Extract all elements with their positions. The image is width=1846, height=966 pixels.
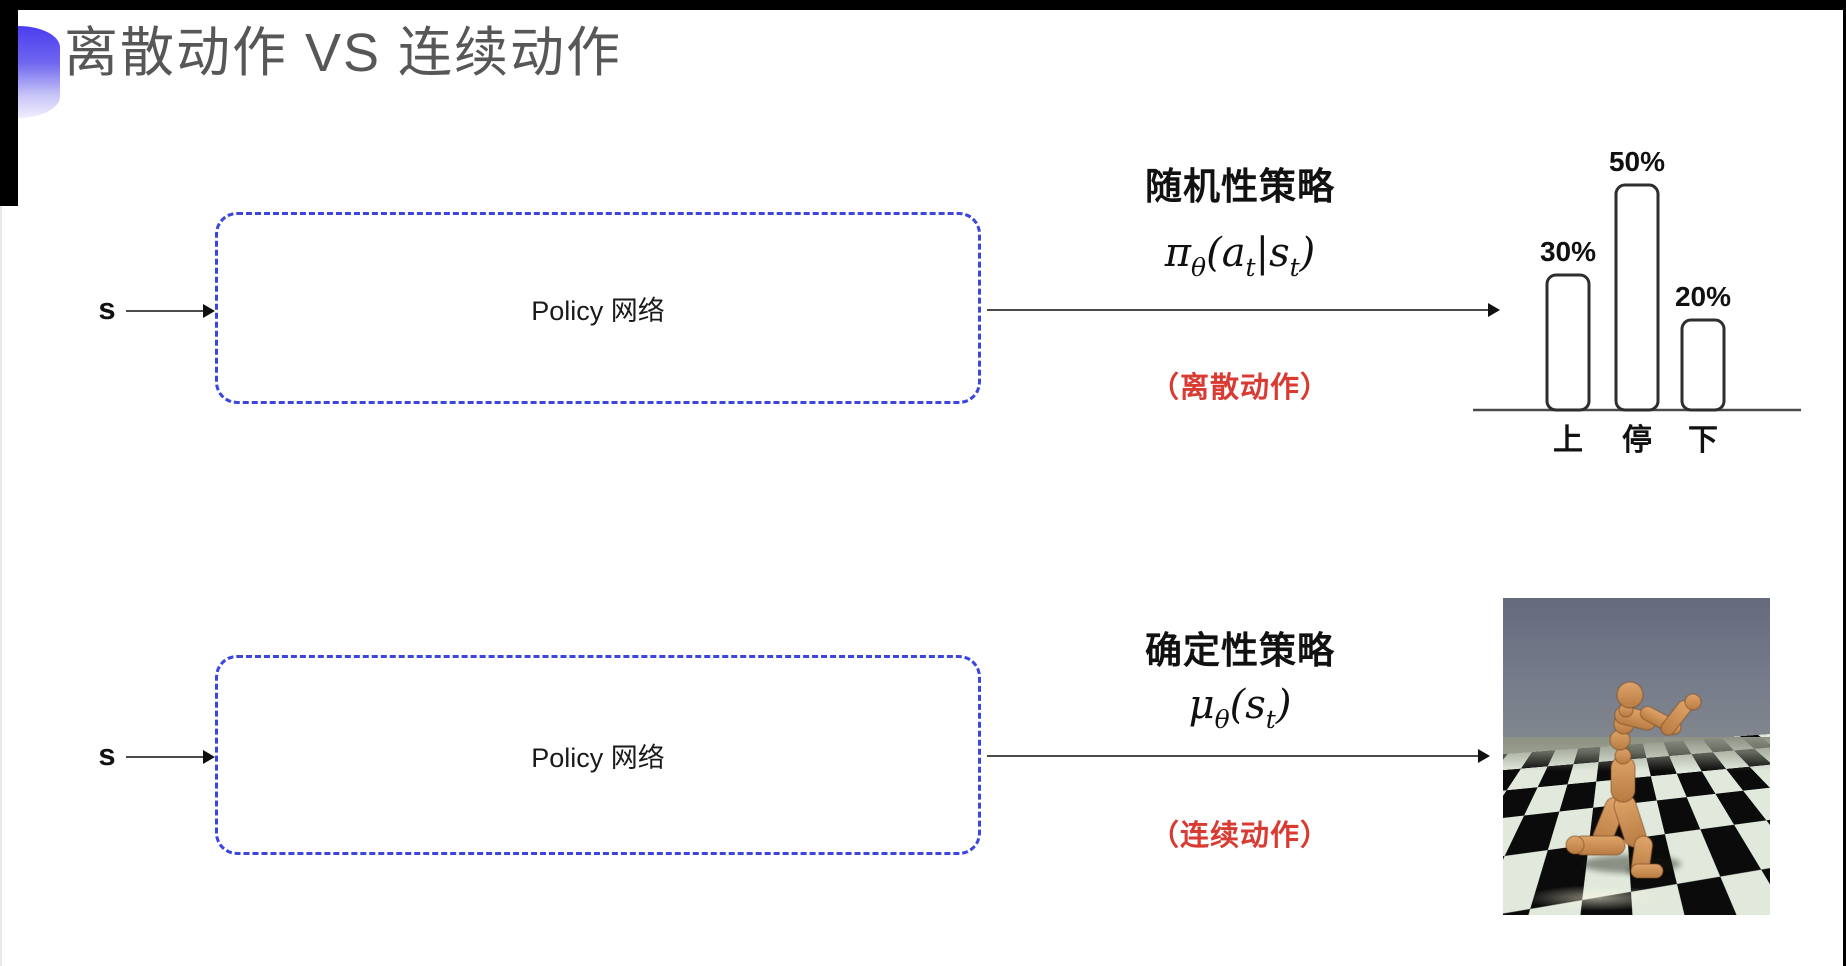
discrete-action-note: （离散动作） [1149,372,1330,404]
formula-subscript: t [1245,253,1256,282]
page-title: 离散动作 VS 连续动作 [64,23,623,83]
output-arrow-top [987,303,1500,317]
formula-token: π [1164,230,1192,276]
stochastic-policy-formula: πθ(at|st) [1020,230,1460,282]
deterministic-policy-title: 确定性策略 [1145,630,1335,671]
prob-category-label: 下 [1688,424,1718,457]
humanoid-robot-figure [1565,681,1702,879]
policy-network-label-bottom: Policy 网络 [531,742,665,773]
state-input-label-bottom: s [98,737,116,772]
formula-token: s [1245,682,1266,728]
policy-network-label-top: Policy 网络 [531,295,665,326]
formula-token: ( [1229,682,1246,728]
formula-token: a [1221,230,1246,276]
formula-subscript: θ [1214,705,1230,734]
formula-subscript: θ [1191,253,1207,282]
deterministic-policy-formula: μθ(st) [1020,682,1460,734]
input-arrow-top [126,304,215,318]
formula-token: ) [1299,230,1316,276]
humanoid-simulation-image [1503,598,1770,915]
input-arrow-bottom [126,750,215,764]
probability-bar-chart: 30% 上 50% 停 20% 下 [1473,146,1801,457]
formula-subscript: t [1265,705,1276,734]
sim-horizon-haze [1503,737,1770,772]
prob-bar [1614,183,1660,412]
prob-bar [1680,318,1726,412]
prob-bar [1545,273,1591,412]
prob-value-label: 20% [1675,281,1731,312]
stochastic-policy-title: 随机性策略 [1145,166,1335,207]
title-accent-halfdisc-icon [18,26,60,118]
formula-token: | [1255,230,1270,276]
frame-top-bar [0,0,1846,10]
frame-left-edge [0,206,2,966]
formula-token: μ [1188,682,1215,728]
formula-token: ( [1206,230,1222,276]
prob-category-label: 上 [1553,424,1583,457]
policy-network-box-bottom: Policy 网络 [215,655,981,855]
formula-token: ) [1275,682,1292,728]
formula-subscript: t [1289,253,1300,282]
formula-token: s [1269,230,1290,276]
sim-floor-reflection [1524,885,1672,911]
state-input-label-top: s [98,291,116,326]
output-arrow-bottom [987,749,1490,763]
continuous-action-note: （连续动作） [1149,820,1330,852]
prob-value-label: 50% [1609,146,1665,177]
prob-category-label: 停 [1622,424,1652,457]
frame-right-edge [1843,0,1846,966]
frame-left-bar [0,0,18,206]
policy-network-box-top: Policy 网络 [215,212,981,404]
prob-value-label: 30% [1540,236,1596,267]
